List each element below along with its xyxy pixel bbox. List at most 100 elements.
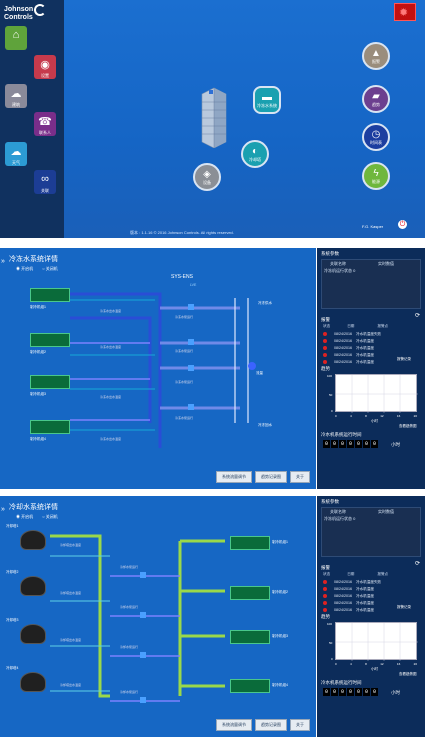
logout-icon[interactable]: ⏻ bbox=[398, 220, 407, 229]
trend-chart[interactable] bbox=[335, 374, 418, 413]
cooling-tower[interactable] bbox=[20, 672, 46, 692]
stack-icon: ☁ bbox=[10, 88, 22, 100]
chiller-unit[interactable] bbox=[230, 586, 270, 600]
trend-title: 趋势 bbox=[321, 366, 330, 371]
nav-home-tile[interactable]: ⌂ bbox=[5, 26, 27, 50]
view-mode-radios[interactable]: ◉ 开启机 ○ 关闭机 bbox=[16, 266, 66, 272]
trend-y-tick: 0 bbox=[331, 657, 333, 661]
alarm-row[interactable]: 08/24/2016 冷水机温度 bbox=[323, 353, 374, 358]
alarm-row[interactable]: 08/24/2016 冷水机温度 bbox=[323, 346, 374, 351]
disc-icon: ◉ bbox=[40, 59, 50, 71]
chiller-label: 制冷机组4 bbox=[30, 437, 46, 441]
pump-icon: ◐ bbox=[251, 146, 259, 157]
params-title: 系统参数 bbox=[321, 499, 339, 504]
cooling-tower[interactable] bbox=[20, 624, 46, 644]
svg-text:冷却水泵运行: 冷却水泵运行 bbox=[120, 644, 138, 649]
back-arrow-icon[interactable]: » bbox=[1, 506, 5, 513]
alarm-button[interactable]: ▲ 报警 bbox=[362, 42, 390, 70]
chiller-unit[interactable] bbox=[230, 630, 270, 644]
flow-adjust-button[interactable]: 系统流量调节 bbox=[216, 719, 252, 731]
alarm-row[interactable]: 08/24/2016 冷水机温度 bbox=[323, 594, 374, 599]
chiller-unit[interactable] bbox=[30, 375, 70, 389]
nav-settings-tile[interactable]: ◉ 设置 bbox=[34, 55, 56, 79]
alarm-status-icon bbox=[323, 608, 327, 613]
chilled-water-diagram-area: » 冷冻水系统详情 ◉ 开启机 ○ 关闭机 bbox=[0, 248, 316, 489]
alarm-row[interactable]: 08/24/2016 冷水机温度 bbox=[323, 601, 374, 606]
svg-text:冷冻供水: 冷冻供水 bbox=[258, 300, 272, 305]
radio-off[interactable]: ○ 关闭机 bbox=[42, 514, 58, 519]
alarm-more-link[interactable]: 报警记录 bbox=[397, 605, 411, 609]
brand-line1: Johnson bbox=[4, 6, 34, 13]
about-button[interactable]: 关于 bbox=[290, 471, 310, 483]
cooling-tower[interactable] bbox=[20, 530, 46, 550]
alarm-row[interactable]: 08/24/2016 冷水机温度 bbox=[323, 587, 374, 592]
alarm-row[interactable]: 08/24/2016 冷水机温度失败 bbox=[323, 332, 381, 337]
cloud-icon: ☁ bbox=[10, 146, 22, 158]
trend-record-button[interactable]: 趋势记录图 bbox=[255, 719, 287, 731]
chiller-unit[interactable] bbox=[230, 679, 270, 693]
chiller-unit[interactable] bbox=[30, 288, 70, 302]
info-sidebar: 系统参数 关联名称 实时数值 冷冻机运行状态 0 ⟳ 报警 状态 日期 报警点 … bbox=[317, 496, 425, 737]
alarm-row[interactable]: 08/24/2016 冷水机温度 bbox=[323, 608, 374, 613]
back-arrow-icon[interactable]: » bbox=[1, 258, 5, 265]
nav-weather-tile[interactable]: ☁ 天气 bbox=[5, 142, 27, 166]
view-mode-radios[interactable]: ◉ 开启机 ○ 关闭机 bbox=[16, 514, 66, 520]
trend-chart[interactable] bbox=[335, 622, 418, 661]
chiller-label: 制冷机组1 bbox=[30, 305, 46, 309]
alert-icon: ✹ bbox=[399, 7, 409, 19]
trend-more-link[interactable]: 查看趋势图 bbox=[399, 424, 417, 428]
params-col-value: 实时数值 bbox=[378, 509, 394, 514]
cooling-tower[interactable] bbox=[20, 576, 46, 596]
trend-button[interactable]: ▰ 趋势 bbox=[362, 85, 390, 113]
refresh-icon[interactable]: ⟳ bbox=[415, 561, 421, 567]
params-box: 关联名称 实时数值 冷冻机运行状态 0 bbox=[321, 259, 421, 309]
refresh-icon[interactable]: ⟳ bbox=[415, 313, 421, 319]
nav-contacts-tile[interactable]: ☎ 联系人 bbox=[34, 112, 56, 136]
chiller-label: 制冷机组4 bbox=[272, 683, 288, 687]
trend-y-tick: 50 bbox=[329, 393, 333, 397]
equipment-button[interactable]: ◈ 设备 bbox=[193, 163, 221, 191]
chiller-unit[interactable] bbox=[30, 333, 70, 347]
trend-record-button[interactable]: 趋势记录图 bbox=[255, 471, 287, 483]
runtime-unit: 小时 bbox=[391, 442, 400, 447]
alarm-status-icon bbox=[323, 587, 327, 592]
button-label: 冷却塔 bbox=[249, 157, 261, 162]
chilled-water-panel: » 冷冻水系统详情 ◉ 开启机 ○ 关闭机 bbox=[0, 248, 425, 489]
alarm-more-link[interactable]: 报警记录 bbox=[397, 357, 411, 361]
nav-building-tile[interactable]: ☁ 建筑 bbox=[5, 84, 27, 108]
page-title: 冷冻水系统详情 bbox=[9, 256, 58, 263]
condenser-water-panel: » 冷却水系统详情 ◉ 开启机 ○ 关闭机 冷却水泵运行冷却水泵运行 bbox=[0, 496, 425, 737]
tile-label: 联系人 bbox=[39, 130, 51, 135]
schedule-button[interactable]: ◷ 时间表 bbox=[362, 123, 390, 151]
flow-adjust-button[interactable]: 系统流量调节 bbox=[216, 471, 252, 483]
chiller-unit[interactable] bbox=[30, 420, 70, 434]
alarm-status-icon bbox=[323, 339, 327, 344]
radio-on[interactable]: ◉ 开启机 bbox=[16, 514, 34, 519]
cooling-tower-button[interactable]: ◐ 冷却塔 bbox=[241, 140, 269, 168]
alarm-row[interactable]: 08/24/2016 冷水机温度 bbox=[323, 360, 374, 365]
button-label: 冷冻水系统 bbox=[257, 103, 277, 108]
radio-off[interactable]: ○ 关闭机 bbox=[42, 266, 58, 271]
trend-title: 趋势 bbox=[321, 614, 330, 619]
alarm-col-date: 日期 bbox=[347, 572, 355, 576]
alarm-row[interactable]: 08/24/2016 冷水机温度失败 bbox=[323, 580, 381, 585]
info-sidebar: 系统参数 关联名称 实时数值 冷冻机运行状态 0 ⟳ 报警 状态 日期 报警点 … bbox=[317, 248, 425, 489]
trend-more-link[interactable]: 查看趋势图 bbox=[399, 672, 417, 676]
svg-text:流量: 流量 bbox=[256, 370, 264, 375]
param-row: 冷冻机运行状态 0 bbox=[324, 516, 356, 521]
active-alarm-indicator[interactable]: ✹ bbox=[394, 3, 416, 21]
alarm-status-icon bbox=[323, 594, 327, 599]
alarm-row[interactable]: 08/24/2016 冷水机温度 bbox=[323, 339, 374, 344]
energy-button[interactable]: ϟ 能源 bbox=[362, 162, 390, 190]
chiller-unit[interactable] bbox=[230, 536, 270, 550]
building-illustration[interactable] bbox=[198, 86, 230, 148]
trend-y-tick: 0 bbox=[331, 409, 333, 413]
about-button[interactable]: 关于 bbox=[290, 719, 310, 731]
radio-on[interactable]: ◉ 开启机 bbox=[16, 266, 34, 271]
nav-link-tile[interactable]: ∞ 关联 bbox=[34, 170, 56, 194]
svg-text:冷却水泵运行: 冷却水泵运行 bbox=[120, 604, 138, 609]
chiller-label: 制冷机组3 bbox=[30, 392, 46, 396]
chilled-water-button[interactable]: ▬ 冷冻水系统 bbox=[253, 86, 281, 114]
tower-label: 冷却塔2 bbox=[6, 570, 19, 574]
